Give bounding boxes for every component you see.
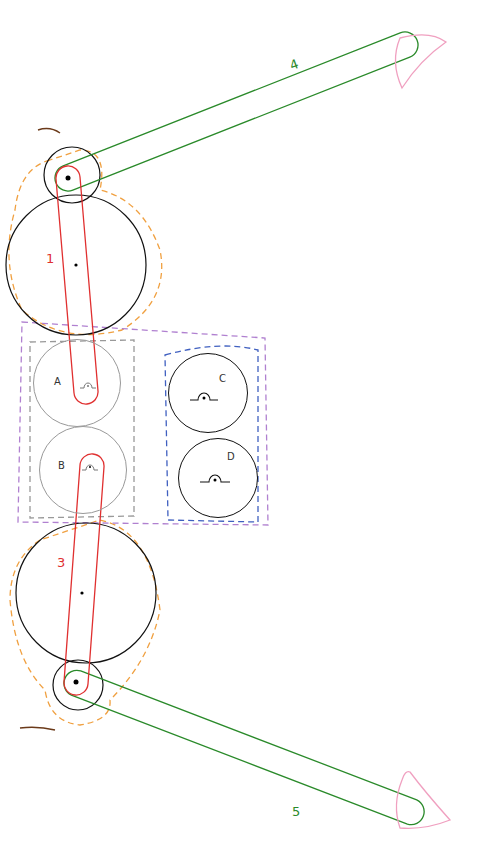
- upper-pivot-circle: [44, 147, 100, 203]
- upper-wheel: [6, 195, 146, 335]
- middle-group-outline: [18, 322, 268, 525]
- pivot-dot: [203, 397, 206, 400]
- ground-symbol: [80, 383, 96, 388]
- callout-number: 1: [46, 252, 54, 265]
- joint-letter: B: [58, 461, 65, 471]
- ground-symbol: [200, 475, 230, 482]
- callout-number: 5: [292, 805, 300, 818]
- lower-arm: [64, 670, 424, 824]
- pivot-dot: [66, 176, 71, 181]
- joint-letter: A: [54, 377, 61, 387]
- ground-symbol: [82, 465, 98, 470]
- callout-number: 3: [57, 556, 65, 569]
- lower-wheel: [16, 523, 156, 663]
- ab-group-outline: [30, 340, 134, 518]
- lower-tip: [396, 772, 450, 829]
- joint-circle: A: [33, 339, 121, 427]
- joint-circle: D: [178, 438, 258, 518]
- ground-symbol: [190, 393, 218, 400]
- joint-circle: C: [168, 353, 248, 433]
- upper-crank: [56, 166, 98, 404]
- brown-mark: [38, 129, 60, 133]
- cd-group-outline: [165, 346, 258, 522]
- lower-group-outline: [10, 520, 160, 725]
- joint-circle: B: [39, 426, 127, 514]
- callout-number: 4: [288, 57, 300, 72]
- brown-mark: [20, 727, 55, 730]
- upper-tip: [395, 35, 446, 88]
- pivot-dot: [87, 385, 89, 387]
- joint-letter: C: [219, 374, 226, 384]
- pivot-dot: [214, 479, 217, 482]
- lower-pivot-circle: [53, 660, 103, 710]
- pivot-dot: [80, 591, 83, 594]
- upper-arm: [55, 32, 418, 191]
- pivot-dot: [74, 263, 77, 266]
- pivot-dot: [89, 466, 91, 468]
- lower-crank: [64, 454, 104, 695]
- pivot-dot: [74, 680, 79, 685]
- joint-letter: D: [227, 452, 235, 462]
